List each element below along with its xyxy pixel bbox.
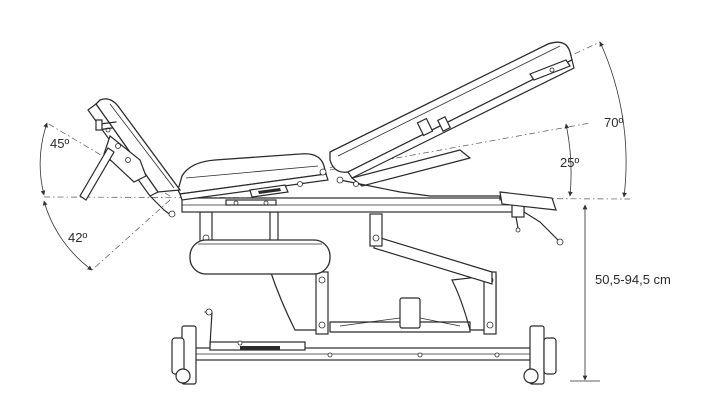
angle-arcs: [39, 41, 627, 271]
back-frame: [347, 59, 575, 179]
head-up-arc: [39, 122, 48, 196]
back-70-arc: [599, 41, 627, 198]
lift-mechanism: [199, 211, 497, 335]
back-25-arc: [564, 123, 573, 197]
seat-actuator: [225, 199, 277, 206]
annotations: 45º 42º 70º 25º 50,5-94,5 cm: [50, 115, 671, 287]
head-down-arc: [42, 200, 93, 271]
height-dimension: [570, 204, 600, 382]
head-up-angle-label: 45º: [50, 136, 69, 151]
main-chassis: [181, 191, 564, 246]
head-down-reference-line: [91, 199, 171, 271]
back-mid-angle-label: 25º: [560, 155, 579, 170]
motor-body: [329, 321, 471, 333]
scissor-arm: [373, 235, 493, 285]
back-section: [329, 41, 575, 201]
pedal-lever: [204, 311, 213, 346]
foot-extension-plate: [499, 191, 557, 211]
head-mechanism: [103, 134, 147, 183]
back-max-angle-label: 70º: [604, 115, 623, 130]
head-down-angle-label: 42º: [68, 230, 87, 245]
back-linkage: [339, 179, 501, 201]
seat-cushion: [177, 153, 327, 195]
left-column-bracket: [269, 269, 319, 331]
armrest-cushion: [189, 239, 331, 275]
head-section: [79, 98, 182, 218]
right-wheel: [523, 368, 539, 384]
head-support-rod: [79, 147, 115, 201]
base-frame: [171, 308, 557, 385]
left-wheel: [175, 368, 191, 384]
foot-lever: [539, 221, 559, 241]
seat-frame: [179, 173, 329, 201]
seat-section: [177, 153, 329, 201]
height-range-label: 50,5-94,5 cm: [595, 272, 671, 287]
